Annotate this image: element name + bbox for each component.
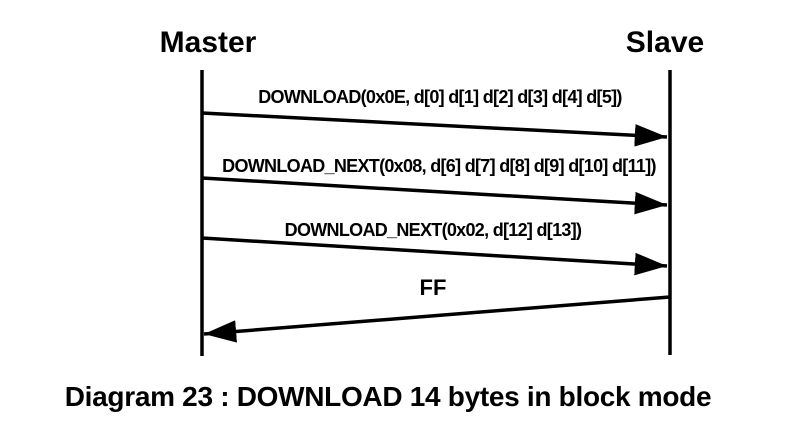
message-1-arrow: [201, 111, 668, 147]
message-2-label: DOWNLOAD_NEXT(0x08, d[6] d[7] d[8] d[9] …: [222, 156, 656, 176]
message-1-label: DOWNLOAD(0x0E, d[0] d[1] d[2] d[3] d[4] …: [258, 87, 622, 107]
message-3-label: DOWNLOAD_NEXT(0x02, d[12] d[13]): [285, 220, 582, 240]
actor-label-slave: Slave: [626, 26, 704, 59]
message-4-label: FF: [420, 275, 447, 300]
message-2-arrow: [201, 176, 668, 215]
message-3-arrow: [201, 236, 668, 276]
message-4-arrow: [203, 295, 671, 343]
diagram-caption: Diagram 23 : DOWNLOAD 14 bytes in block …: [65, 381, 712, 412]
actor-label-master: Master: [160, 26, 257, 59]
